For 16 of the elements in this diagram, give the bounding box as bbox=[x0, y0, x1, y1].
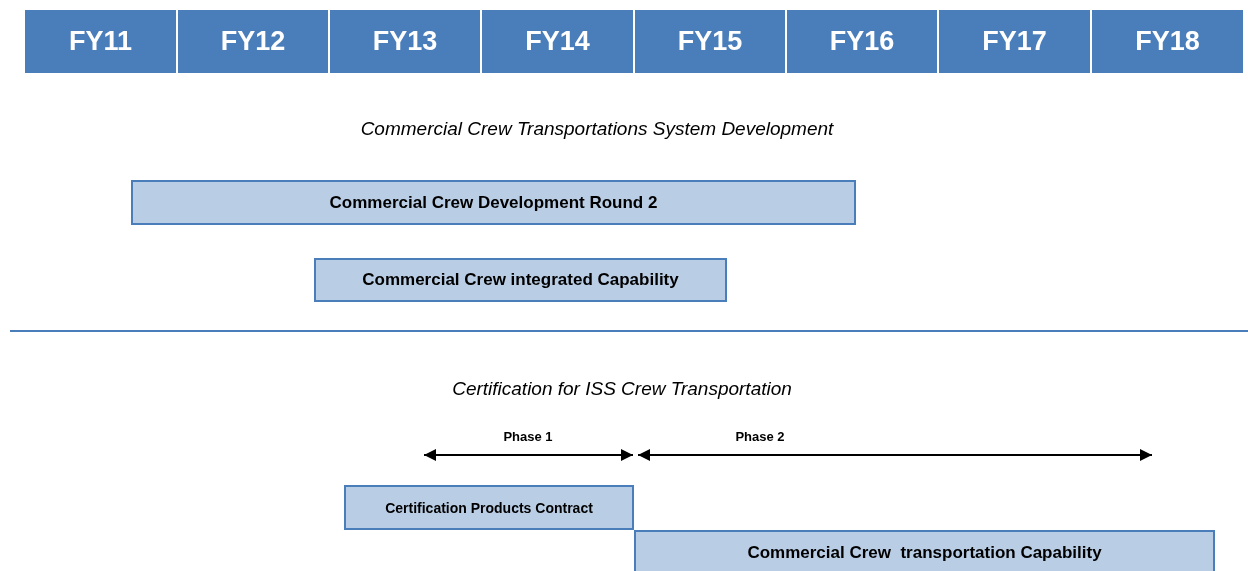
phase-label: Phase 2 bbox=[735, 429, 785, 444]
timeline-bar: Certification Products Contract bbox=[344, 485, 634, 530]
year-header-cell: FY14 bbox=[482, 10, 635, 73]
timeline-bar: Commercial Crew transportation Capability bbox=[634, 530, 1215, 571]
section-heading: Commercial Crew Transportations System Development bbox=[360, 118, 834, 140]
year-header-cell: FY11 bbox=[25, 10, 178, 73]
timeline-bar: Commercial Crew Development Round 2 bbox=[131, 180, 856, 225]
year-header-cell: FY18 bbox=[1092, 10, 1245, 73]
year-header-cell: FY17 bbox=[939, 10, 1092, 73]
phase-label: Phase 1 bbox=[503, 429, 553, 444]
section-heading: Certification for ISS Crew Transportation bbox=[452, 378, 792, 400]
year-header-cell: FY13 bbox=[330, 10, 482, 73]
year-header-cell: FY16 bbox=[787, 10, 939, 73]
timeline-bar: Commercial Crew integrated Capability bbox=[314, 258, 727, 302]
year-header-cell: FY15 bbox=[635, 10, 787, 73]
year-header-cell: FY12 bbox=[178, 10, 330, 73]
